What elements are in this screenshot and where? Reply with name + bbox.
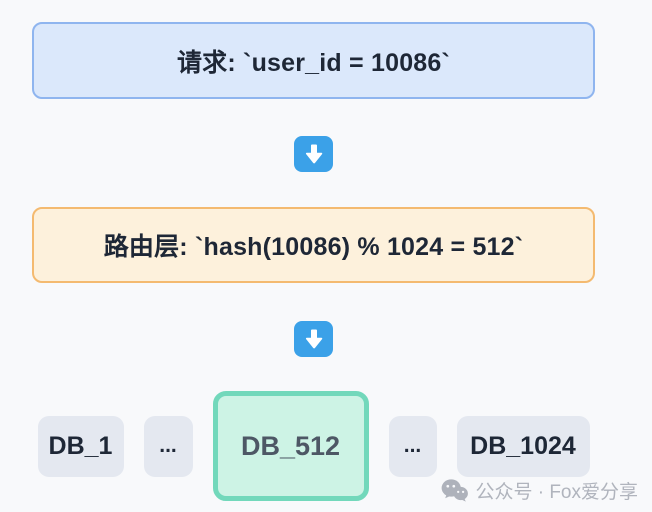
down-arrow-glyph (305, 144, 322, 164)
diagram-content: 请求: `user_id = 10086` 路由层: `hash(10086) … (32, 0, 595, 501)
db-ellipsis-label: ... (403, 434, 422, 457)
db-node-label: DB_1024 (470, 431, 576, 460)
routing-label: 路由层: `hash(10086) % 1024 = 512` (103, 233, 524, 261)
watermark: 公众号 · Fox爱分享 (441, 477, 638, 504)
db-node-label: DB_512 (240, 430, 341, 461)
down-arrow-glyph (305, 329, 322, 349)
db-node-1024: DB_1024 (456, 415, 590, 477)
watermark-text: 公众号 · Fox爱分享 (475, 482, 638, 503)
request-box: 请求: `user_id = 10086` (32, 22, 595, 99)
db-ellipsis-label: ... (159, 434, 177, 457)
down-arrow-icon (294, 136, 333, 172)
db-ellipsis: ... (388, 415, 437, 477)
wechat-icon (442, 479, 469, 502)
database-row: DB_1 ... DB_512 ... DB_1024 (37, 391, 590, 501)
db-node-1: DB_1 (37, 415, 124, 477)
db-node-512-highlighted: DB_512 (212, 391, 369, 501)
down-arrow-icon (294, 321, 333, 357)
db-ellipsis: ... (143, 415, 193, 477)
routing-box: 路由层: `hash(10086) % 1024 = 512` (32, 207, 595, 283)
request-label: 请求: `user_id = 10086` (176, 48, 451, 77)
db-node-label: DB_1 (48, 431, 113, 460)
